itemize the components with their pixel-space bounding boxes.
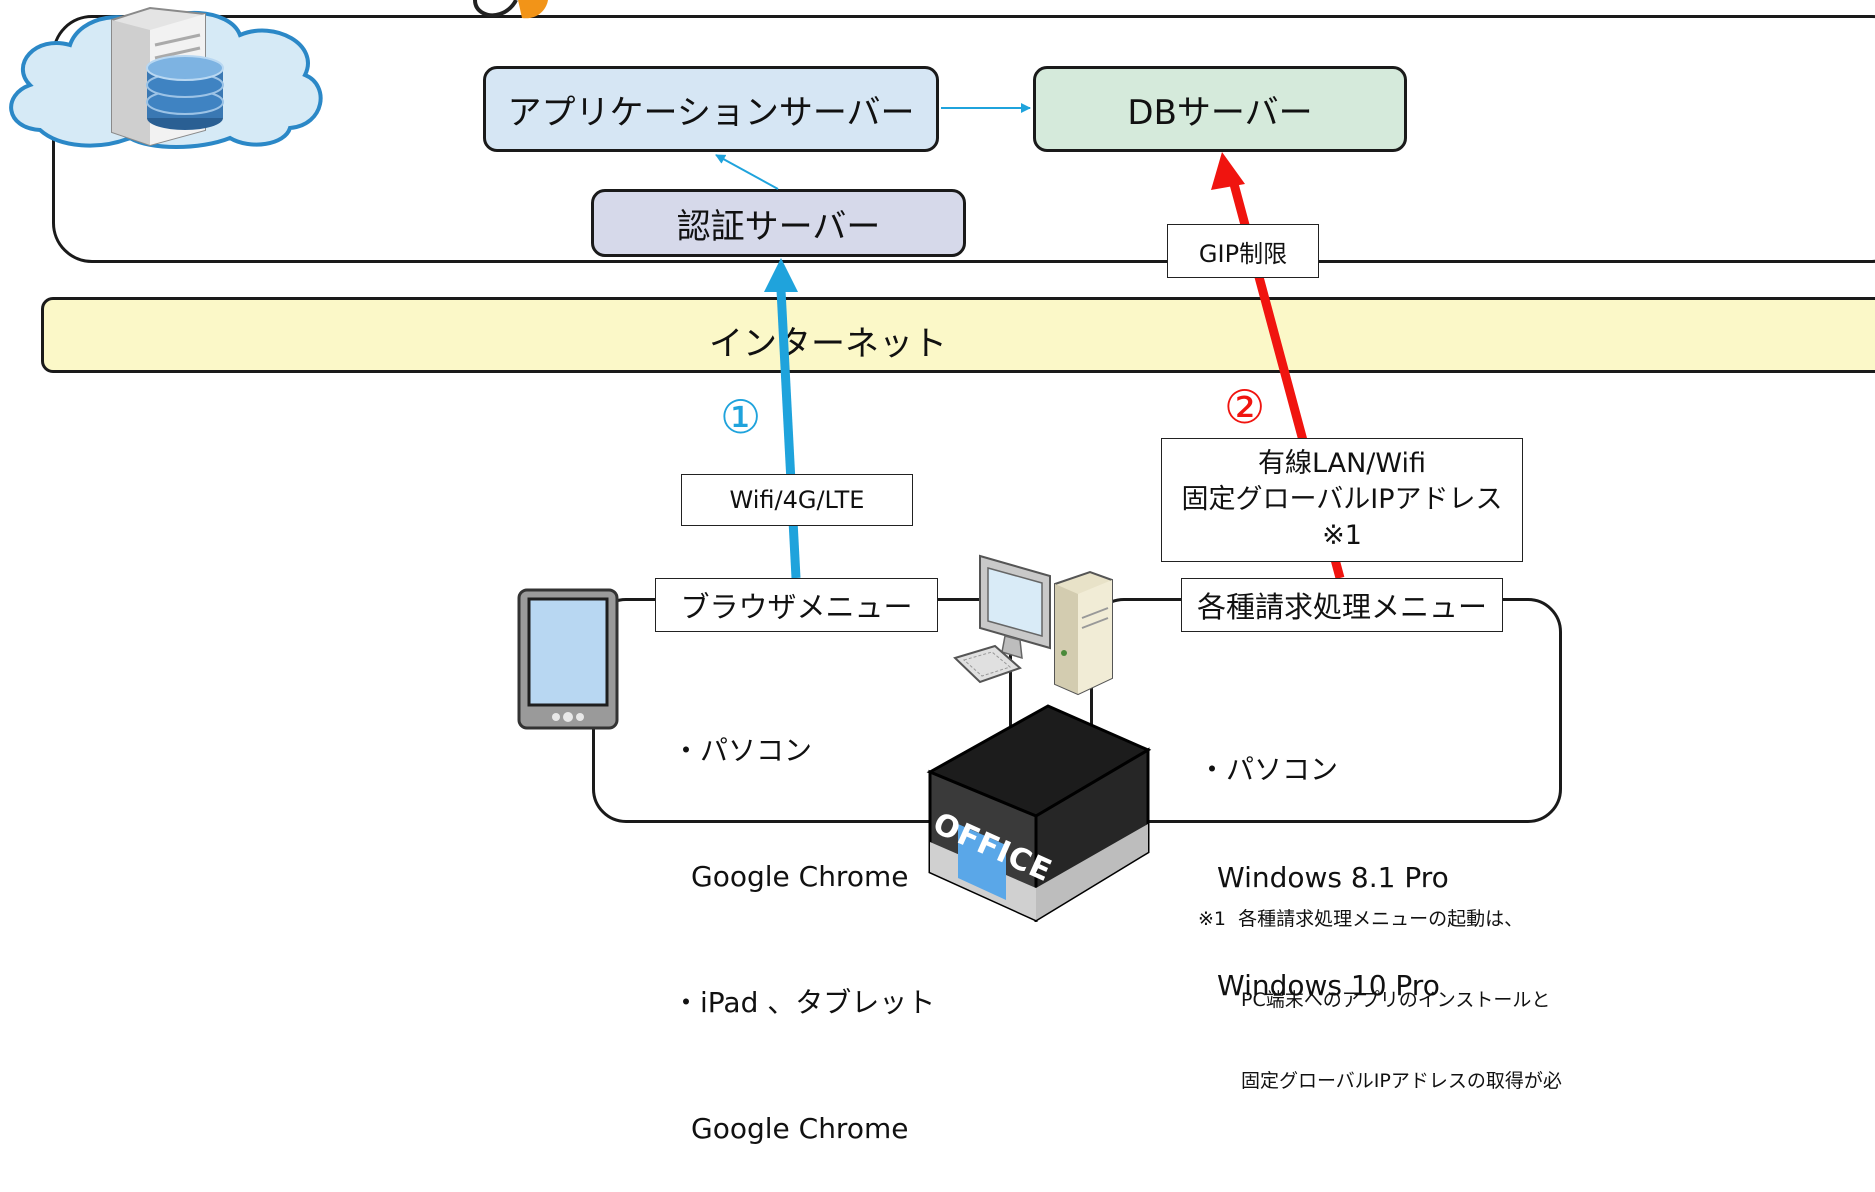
internet-label: インターネット — [709, 324, 947, 364]
route-1-arrowhead — [764, 258, 798, 292]
application-server-box: アプリケーションサーバー — [483, 66, 939, 152]
browser-tablet-browser: Google Chrome — [691, 1112, 909, 1145]
wifi-label: Wifi/4G/LTE — [681, 474, 913, 526]
browser-tablet-heading: ・iPad 、タブレット — [672, 986, 936, 1019]
route-2-marker: ② — [1224, 380, 1266, 434]
auth-server-box: 認証サーバー — [591, 189, 966, 257]
route-1-line — [776, 289, 801, 579]
footnote-line-1: ※1 各種請求処理メニューの起動は、 — [1198, 908, 1524, 930]
billing-pc-heading: ・パソコン — [1198, 753, 1339, 786]
billing-env-list: ・パソコン Windows 8.1 Pro Windows 10 Pro — [1198, 680, 1449, 1040]
office-building-icon — [926, 704, 1152, 922]
browser-pc-browser: Google Chrome — [691, 860, 909, 893]
cloud-server-icon — [9, 6, 323, 149]
auth-to-app-arrow — [715, 154, 779, 190]
browser-pc-heading: ・パソコン — [672, 734, 813, 767]
billing-menu-label: 各種請求処理メニュー — [1181, 578, 1503, 632]
application-server-label: アプリケーションサーバー — [507, 92, 915, 133]
auth-server-label: 認証サーバー — [676, 206, 881, 247]
billing-os-1: Windows 8.1 Pro — [1217, 861, 1449, 894]
desktop-pc-icon — [953, 554, 1113, 696]
connector-layer — [715, 103, 1345, 580]
footnote-line-2: PC端末へのアプリのインストールと — [1241, 989, 1551, 1011]
footnote-line-3: 固定グローバルIPアドレスの取得が必 — [1241, 1070, 1562, 1092]
wired-connection-label: 有線LAN/Wifi 固定グローバルIPアドレス ※1 — [1161, 438, 1523, 562]
internet-band: インターネット — [41, 297, 1875, 373]
db-server-label: DBサーバー — [1127, 92, 1313, 133]
tablet-icon — [517, 588, 619, 730]
footnote: ※1 各種請求処理メニューの起動は、 PC端末へのアプリのインストールと 固定グ… — [1198, 852, 1562, 1122]
browser-env-list: ・パソコン Google Chrome ・iPad 、タブレット Google … — [672, 646, 935, 1192]
route-2-arrowhead — [1211, 152, 1245, 190]
db-server-box: DBサーバー — [1033, 66, 1407, 152]
browser-menu-label: ブラウザメニュー — [655, 578, 938, 632]
route-1-marker: ① — [720, 390, 762, 444]
billing-os-2: Windows 10 Pro — [1217, 969, 1440, 1002]
billing-group-panel — [1090, 598, 1562, 823]
gip-limit-label: GIP制限 — [1167, 224, 1319, 278]
logo-fragment-icon — [473, 0, 548, 19]
